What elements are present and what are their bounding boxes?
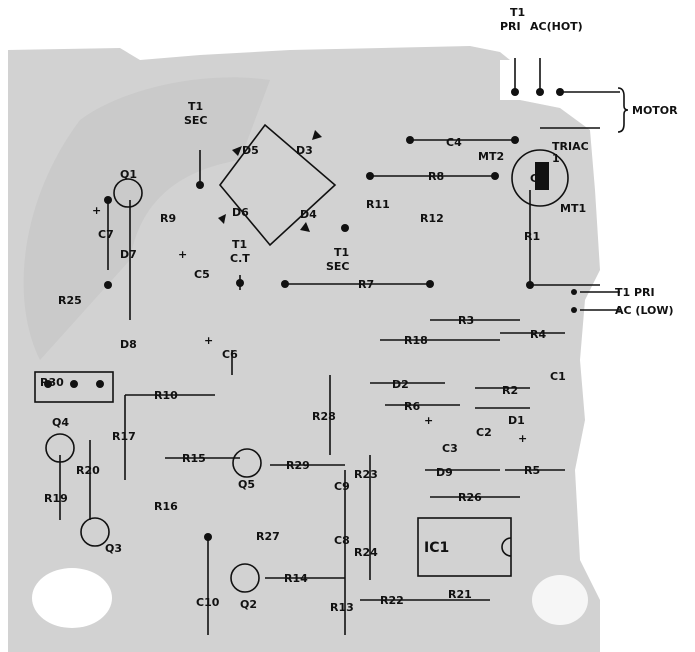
triac-1-label: 1 <box>552 152 560 165</box>
r27-label: R27 <box>256 530 280 543</box>
board-shading <box>8 46 695 652</box>
r28-label: R28 <box>312 410 336 423</box>
r18-label: R18 <box>404 334 428 347</box>
plus-sign-c6: + <box>204 334 213 347</box>
c10-label: C10 <box>196 596 220 609</box>
r29-label: R29 <box>286 459 310 472</box>
d7-label: D7 <box>120 248 137 261</box>
d2-label: D2 <box>392 378 409 391</box>
r3-label: R3 <box>458 314 474 327</box>
d1-label: D1 <box>508 414 525 427</box>
t1-pri-right-label: T1 PRI <box>615 286 655 299</box>
r19-label: R19 <box>44 492 68 505</box>
r20-label: R20 <box>76 464 100 477</box>
mt2-label: MT2 <box>478 150 504 163</box>
r26-label: R26 <box>458 491 482 504</box>
t1-top-label: T1 <box>510 6 525 19</box>
r5-label: R5 <box>524 464 540 477</box>
r16-label: R16 <box>154 500 178 513</box>
t1-sec-mid-sec: SEC <box>326 260 350 273</box>
r4-label: R4 <box>530 328 546 341</box>
ac-hot-label: AC(HOT) <box>530 20 583 33</box>
q3-body <box>80 517 110 547</box>
r22-label: R22 <box>380 594 404 607</box>
r23-label: R23 <box>354 468 378 481</box>
c1-label: C1 <box>550 370 566 383</box>
r12-label: R12 <box>420 212 444 225</box>
r2-label: R2 <box>502 384 518 397</box>
t1-ct-ct: C.T <box>230 252 250 265</box>
labels: T1 PRI AC(HOT) MOTOR TRIAC 1 MT2 MT1 G T… <box>40 6 678 614</box>
r30-label: R30 <box>40 376 64 389</box>
d6-label: D6 <box>232 206 249 219</box>
pri-top-label: PRI <box>500 20 521 33</box>
q1-label: Q1 <box>120 168 137 181</box>
motor-label: MOTOR <box>632 104 678 117</box>
t1-ct-t1: T1 <box>232 238 247 251</box>
c8-label: C8 <box>334 534 350 547</box>
r1-label: R1 <box>524 230 540 243</box>
r9-label: R9 <box>160 212 176 225</box>
q2-body <box>230 563 260 593</box>
traces <box>59 58 620 635</box>
r24-label: R24 <box>354 546 378 559</box>
r21-label: R21 <box>448 588 472 601</box>
r17-label: R17 <box>112 430 136 443</box>
r30-outline <box>34 371 114 403</box>
c3-label: C3 <box>442 442 458 455</box>
triac-body <box>511 149 569 207</box>
triac-tab <box>535 162 549 190</box>
q2-label: Q2 <box>240 598 257 611</box>
d5-label: D5 <box>242 144 259 157</box>
diode-bridge <box>218 123 337 247</box>
d3-label: D3 <box>296 144 313 157</box>
c2-label: C2 <box>476 426 492 439</box>
r8-label: R8 <box>428 170 444 183</box>
triac-label: TRIAC <box>552 140 589 153</box>
r6-label: R6 <box>404 400 420 413</box>
t1-sec-mid-t1: T1 <box>334 246 349 259</box>
c7-label: C7 <box>98 228 114 241</box>
r7-label: R7 <box>358 278 374 291</box>
r11-label: R11 <box>366 198 390 211</box>
c9-label: C9 <box>334 480 350 493</box>
solder-pads <box>44 88 577 541</box>
d9-label: D9 <box>436 466 453 479</box>
r13-label: R13 <box>330 601 354 614</box>
q3-label: Q3 <box>105 542 122 555</box>
r14-label: R14 <box>284 572 308 585</box>
ic1-notch <box>501 537 512 557</box>
r25-label: R25 <box>58 294 82 307</box>
r10-label: R10 <box>154 389 178 402</box>
t1-sec-top-sec: SEC <box>184 114 208 127</box>
mt1-label: MT1 <box>560 202 586 215</box>
d8-label: D8 <box>120 338 137 351</box>
ac-low-label: AC (LOW) <box>615 304 674 317</box>
plus-sign-c5: + <box>178 248 187 261</box>
c4-label: C4 <box>446 136 462 149</box>
plus-sign-c3: + <box>424 414 433 427</box>
t1-sec-top-t1: T1 <box>188 100 203 113</box>
q4-body <box>45 433 75 463</box>
r15-label: R15 <box>182 452 206 465</box>
q4-label: Q4 <box>52 416 69 429</box>
ic1-outline <box>417 517 512 577</box>
plus-sign-c7: + <box>92 204 101 217</box>
plus-sign-c2: + <box>518 432 527 445</box>
d4-label: D4 <box>300 208 317 221</box>
ic1-label: IC1 <box>424 540 449 556</box>
q5-label: Q5 <box>238 478 255 491</box>
q1-body <box>113 178 143 208</box>
c5-label: C5 <box>194 268 210 281</box>
g-label: G <box>530 172 539 185</box>
c6-label: C6 <box>222 348 238 361</box>
q5-body <box>232 448 262 478</box>
motor-brace <box>617 87 629 133</box>
